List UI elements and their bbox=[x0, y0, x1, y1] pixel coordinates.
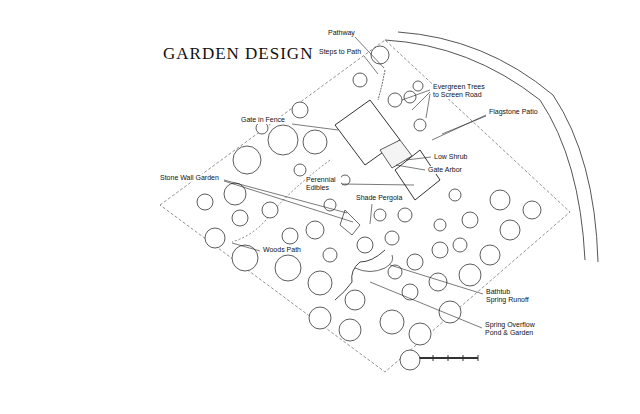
tree bbox=[388, 265, 402, 279]
scale-tick bbox=[448, 355, 449, 361]
tree bbox=[309, 307, 331, 329]
road-edge bbox=[398, 32, 598, 262]
tree bbox=[388, 93, 402, 107]
scale-tick bbox=[433, 355, 434, 361]
pathway bbox=[378, 70, 385, 100]
scale-bar bbox=[418, 355, 478, 361]
callout-label: Woods Path bbox=[262, 246, 302, 254]
callout-label: Low Shrub bbox=[433, 153, 468, 161]
scale-tick bbox=[478, 355, 479, 361]
callout-label: Evergreen Trees to Screen Road bbox=[432, 83, 489, 99]
tree bbox=[233, 146, 261, 174]
tree bbox=[292, 102, 308, 118]
trees bbox=[197, 46, 541, 370]
tree bbox=[306, 221, 324, 239]
tree bbox=[275, 255, 301, 281]
tree bbox=[324, 199, 336, 211]
tree bbox=[357, 237, 373, 253]
leader-lines bbox=[224, 37, 486, 328]
tree bbox=[413, 81, 423, 91]
road-edge bbox=[385, 40, 585, 260]
tree bbox=[262, 202, 278, 218]
leader-line bbox=[426, 94, 430, 118]
tree bbox=[374, 209, 386, 221]
callout-label: Bathtub Spring Runoff bbox=[485, 288, 531, 304]
tree bbox=[340, 175, 350, 185]
tree bbox=[323, 248, 337, 262]
tree bbox=[402, 284, 418, 300]
stone-wall bbox=[340, 210, 360, 235]
leader-line bbox=[370, 204, 372, 224]
tree bbox=[400, 350, 420, 370]
leader-line bbox=[370, 282, 482, 328]
tree bbox=[197, 194, 213, 210]
callout-label: Gate Arbor bbox=[427, 166, 463, 174]
callout-label: Pathway bbox=[327, 29, 356, 37]
callout-label: Stone Wall Garden bbox=[159, 174, 220, 182]
callout-label: Gate in Fence bbox=[240, 116, 286, 124]
tree bbox=[434, 219, 446, 231]
callout-label: Flagstone Patio bbox=[488, 108, 539, 116]
tree bbox=[353, 73, 367, 87]
tree bbox=[232, 210, 248, 226]
tree bbox=[205, 228, 225, 248]
tree bbox=[224, 183, 246, 205]
leader-line bbox=[442, 116, 486, 134]
leader-line bbox=[232, 243, 260, 251]
scale-tick bbox=[463, 355, 464, 361]
tree bbox=[490, 190, 510, 210]
tree bbox=[523, 201, 541, 219]
leader-line bbox=[342, 184, 414, 185]
callout-label: Spring Overflow Pond & Garden bbox=[484, 321, 538, 337]
property-line bbox=[160, 40, 570, 372]
tree bbox=[268, 125, 298, 155]
leader-line bbox=[396, 165, 425, 170]
tree bbox=[480, 245, 500, 265]
tree bbox=[414, 119, 426, 131]
tree bbox=[371, 46, 389, 64]
leader-line bbox=[406, 157, 431, 160]
leader-line bbox=[364, 56, 378, 74]
tree bbox=[407, 254, 423, 270]
leader-line bbox=[402, 90, 430, 100]
callout-label: Shade Pergola bbox=[355, 194, 403, 202]
tree bbox=[308, 271, 332, 295]
pond bbox=[355, 255, 393, 272]
tree bbox=[380, 310, 404, 334]
title: GARDEN DESIGN bbox=[163, 44, 313, 64]
tree bbox=[432, 242, 448, 258]
callout-label: Steps to Path bbox=[318, 48, 362, 56]
tree bbox=[232, 245, 258, 271]
tree bbox=[449, 189, 461, 201]
tree bbox=[459, 264, 481, 286]
tree bbox=[282, 228, 298, 244]
leader-line bbox=[390, 265, 483, 294]
tree bbox=[500, 220, 520, 240]
tree bbox=[385, 231, 399, 245]
tree bbox=[462, 212, 478, 228]
tree bbox=[303, 130, 327, 154]
callout-label: Perennial Edibles bbox=[305, 176, 341, 192]
leader-line bbox=[412, 92, 430, 110]
tree bbox=[339, 319, 361, 341]
tree bbox=[345, 290, 365, 310]
tree bbox=[294, 164, 306, 176]
tree bbox=[398, 208, 412, 222]
tree bbox=[453, 238, 467, 252]
leader-line bbox=[432, 115, 486, 140]
tree bbox=[409, 323, 431, 345]
leader-line bbox=[292, 124, 338, 130]
